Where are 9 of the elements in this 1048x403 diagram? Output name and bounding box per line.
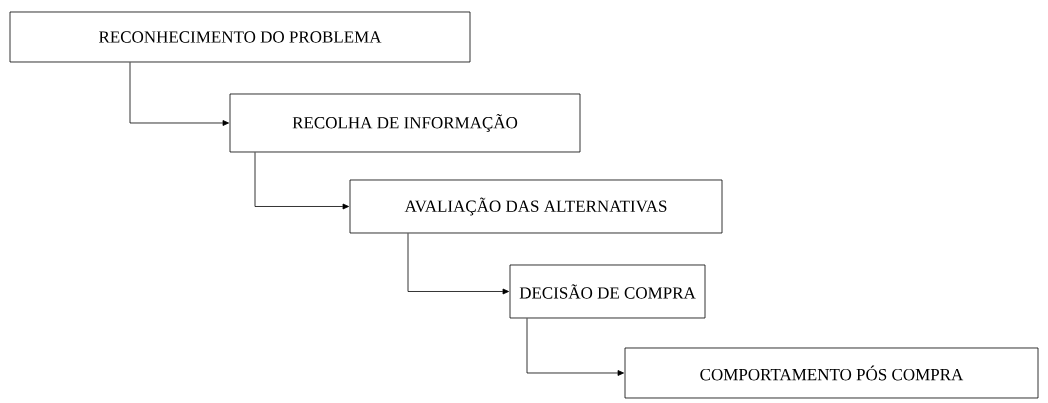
arrow bbox=[526, 318, 624, 376]
process-box: RECONHECIMENTO DO PROBLEMA bbox=[9, 11, 471, 63]
process-box: DECISÃO DE COMPRA bbox=[509, 264, 706, 319]
arrow bbox=[129, 62, 229, 126]
process-box: COMPORTAMENTO PÓS COMPRA bbox=[624, 347, 1039, 399]
process-box: RECOLHA DE INFORMAÇÃO bbox=[229, 93, 581, 153]
arrow bbox=[254, 152, 349, 210]
arrow bbox=[407, 233, 509, 295]
process-box: AVALIAÇÃO DAS ALTERNATIVAS bbox=[349, 179, 723, 234]
